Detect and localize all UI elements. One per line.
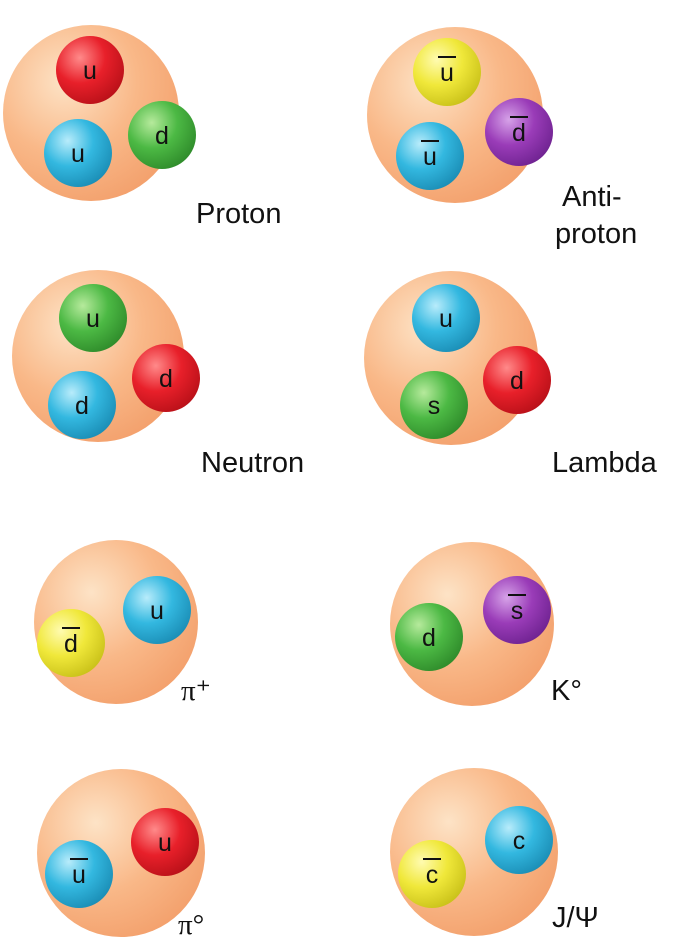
hadron-pi-zero: u u π° (37, 769, 205, 941)
blue-quark-ball (396, 122, 464, 190)
quark: c (485, 806, 553, 874)
red-quark-ball (56, 36, 124, 104)
hadron-label: Lambda (552, 447, 658, 479)
quark: u (59, 284, 127, 352)
quark-label: u (72, 861, 86, 889)
quark: u (412, 284, 480, 352)
purple-quark-ball (483, 576, 551, 644)
quark-label: d (155, 122, 169, 150)
quark-label: s (511, 597, 524, 625)
hadron-label: proton (555, 218, 637, 250)
quark-label: s (428, 392, 441, 420)
quark: u (396, 122, 464, 190)
quark-label: u (423, 143, 437, 171)
quark: u (123, 576, 191, 644)
quark-label: d (510, 367, 524, 395)
quark-label: d (75, 392, 89, 420)
red-quark-ball (483, 346, 551, 414)
red-quark-ball (132, 344, 200, 412)
quark: d (37, 609, 105, 677)
hadron-lambda: u s d Lambda (364, 271, 658, 479)
quark: d (128, 101, 196, 169)
quark: d (132, 344, 200, 412)
blue-quark-ball (45, 840, 113, 908)
hadron-label: Proton (196, 198, 281, 230)
quark: d (483, 346, 551, 414)
quark: s (483, 576, 551, 644)
hadron-j-psi: c c J/Ψ (390, 768, 599, 936)
hadron-label: J/Ψ (552, 902, 599, 934)
hadron-pi-plus: u d π⁺ (34, 540, 211, 707)
quark-label: u (158, 829, 172, 857)
quark-label: c (426, 861, 439, 889)
red-quark-ball (131, 808, 199, 876)
quark-label: d (64, 630, 78, 658)
quark-label: d (422, 624, 436, 652)
green-quark-ball (395, 603, 463, 671)
blue-quark-ball (123, 576, 191, 644)
blue-quark-ball (48, 371, 116, 439)
quark-label: u (71, 140, 85, 168)
hadron-neutron: u d d Neutron (12, 270, 304, 479)
hadron-label: Neutron (201, 447, 304, 479)
quark: u (413, 38, 481, 106)
hadron-label: K° (551, 675, 582, 707)
quark-label: u (150, 597, 164, 625)
hadron-label: π⁺ (181, 675, 211, 707)
quark: d (395, 603, 463, 671)
quark-label: u (83, 57, 97, 85)
quark: d (48, 371, 116, 439)
quark-label: u (86, 305, 100, 333)
hadron-label: Anti- (562, 181, 622, 213)
hadron-proton: u u d Proton (3, 25, 281, 230)
quark: u (44, 119, 112, 187)
blue-quark-ball (412, 284, 480, 352)
quark-label: u (439, 305, 453, 333)
hadron-label: π° (178, 909, 204, 941)
quark: u (45, 840, 113, 908)
green-quark-ball (59, 284, 127, 352)
purple-quark-ball (485, 98, 553, 166)
quark: s (400, 371, 468, 439)
green-quark-ball (128, 101, 196, 169)
quark-label: c (513, 827, 526, 855)
green-quark-ball (400, 371, 468, 439)
quark-label: d (159, 365, 173, 393)
quark: u (56, 36, 124, 104)
blue-quark-ball (44, 119, 112, 187)
hadron-k-zero: s d K° (390, 542, 582, 707)
yellow-quark-ball (37, 609, 105, 677)
blue-quark-ball (485, 806, 553, 874)
yellow-quark-ball (398, 840, 466, 908)
quark: c (398, 840, 466, 908)
quark: d (485, 98, 553, 166)
quark: u (131, 808, 199, 876)
quark-label: d (512, 119, 526, 147)
quark-label: u (440, 59, 454, 87)
hadron-antiproton: u u d Anti- proton (367, 27, 637, 250)
yellow-quark-ball (413, 38, 481, 106)
